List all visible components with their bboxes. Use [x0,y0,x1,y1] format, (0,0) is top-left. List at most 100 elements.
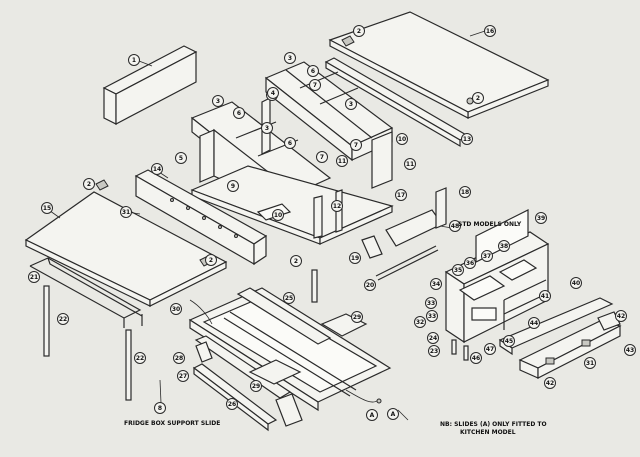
callout-22: 22 [57,313,69,325]
callout-24: 24 [427,332,439,344]
callout-circle [481,250,493,262]
callout-25: 25 [283,292,295,304]
callout-42: 42 [615,310,627,322]
callout-circle [615,310,627,322]
callout-circle [57,313,69,325]
callout-circle [272,209,284,221]
callout-45: 45 [503,335,515,347]
callout-6: 6 [284,137,296,149]
callout-37: 37 [481,250,493,262]
callout-number: 22 [59,316,67,323]
callout-number: 9 [231,183,235,190]
callout-circle [395,189,407,201]
callout-3: 3 [284,52,296,64]
callout-number: 7 [313,82,317,89]
callout-number: 36 [466,260,474,267]
callout-number: 39 [537,215,545,222]
callout-circle [498,240,510,252]
callout-32: 32 [414,316,426,328]
callout-layer: 1222223333345666777891010111112131415161… [28,25,636,421]
callout-35: 35 [452,264,464,276]
callout-number: 6 [237,110,241,117]
callout-circle [503,335,515,347]
callout-circle [227,180,239,192]
callout-circle [331,200,343,212]
callout-10: 10 [396,133,408,145]
callout-circle [624,344,636,356]
callout-circle [170,303,182,315]
callout-circle [226,398,238,410]
callout-number: A [391,411,396,418]
callout-number: 21 [30,274,38,281]
callout-circle [283,292,295,304]
callout-number: 38 [500,243,508,250]
callout-11: 11 [336,155,348,167]
part-end-caps [518,311,622,379]
callout-6: 6 [233,107,245,119]
callout-number: 43 [626,347,634,354]
callout-40: 40 [570,277,582,289]
callout-46: 46 [470,352,482,364]
callout-circle [175,152,187,164]
part-side-bracket [134,169,268,266]
callout-15: 15 [41,202,53,214]
callout-2: 2 [83,178,95,190]
callout-circle [396,133,408,145]
callout-number: 14 [153,166,161,173]
callout-circle [464,257,476,269]
callout-number: 28 [175,355,183,362]
callout-number: 2 [294,258,298,265]
callout-number: 26 [228,401,236,408]
callout-number: 41 [541,293,549,300]
callout-10: 10 [272,209,284,221]
callout-number: 33 [428,313,436,320]
callout-26: 26 [226,398,238,410]
callout-3: 3 [261,122,273,134]
callout-number: 1 [132,57,136,64]
callout-14: 14 [151,163,163,175]
note-slides-2: KITCHEN MODEL [460,429,516,436]
callout-circle [428,345,440,357]
callout-20: 20 [364,279,376,291]
callout-2: 2 [205,254,217,266]
callout-circle [345,98,357,110]
callout-number: 22 [136,355,144,362]
callout-circle [544,377,556,389]
callout-21: 21 [28,271,40,283]
callout-number: 10 [274,212,282,219]
callout-number: 15 [43,205,51,212]
callout-30: 30 [170,303,182,315]
callout-number: 2 [357,28,361,35]
callout-number: 19 [351,255,359,262]
callout-circle [307,65,319,77]
callout-4: 4 [267,87,279,99]
callout-12: 12 [331,200,343,212]
callout-number: 29 [353,314,361,321]
callout-circle [267,87,279,99]
callout-circle [366,409,378,421]
callout-number: 23 [430,348,438,355]
callout-number: 31 [586,360,594,367]
callout-circle [212,95,224,107]
callout-circle [426,310,438,322]
callout-circle [336,155,348,167]
callout-34: 34 [430,278,442,290]
callout-circle [452,264,464,276]
callout-1: 1 [128,54,140,66]
callout-number: 11 [406,161,414,168]
callout-circle [484,25,496,37]
callout-6: 6 [307,65,319,77]
callout-44: 44 [528,317,540,329]
callout-number: 18 [461,189,469,196]
callout-A: A [366,409,378,421]
callout-circle [120,206,132,218]
callout-19: 19 [349,252,361,264]
callout-circle [427,332,439,344]
callout-circle [154,402,166,414]
part-upper-box [264,61,394,189]
callout-number: 12 [333,203,341,210]
callout-5: 5 [175,152,187,164]
callout-circle [309,79,321,91]
callout-circle [83,178,95,190]
